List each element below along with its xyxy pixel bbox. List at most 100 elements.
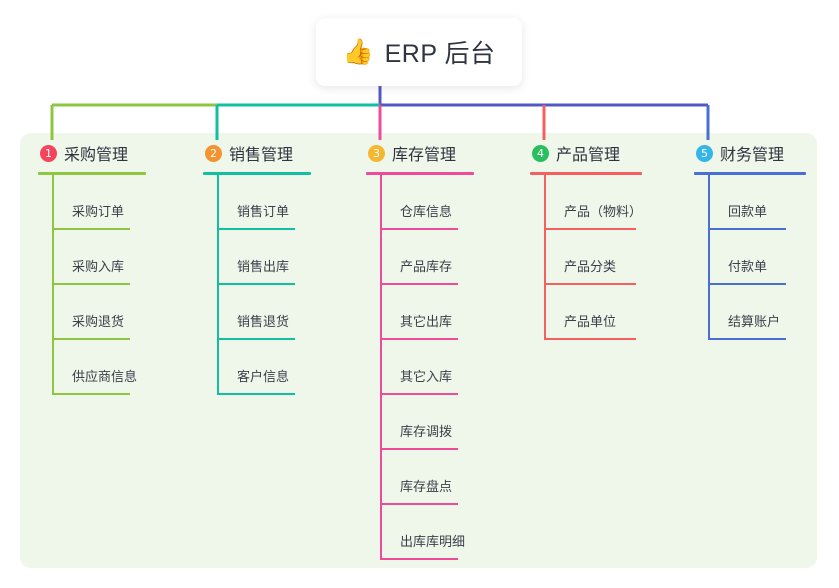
column-3: 3 库存管理仓库信息产品库存其它出库其它入库库存调拨库存盘点出库库明细 xyxy=(366,140,474,560)
leaf-item[interactable]: 供应商信息 xyxy=(38,340,146,395)
leaf-underline xyxy=(380,448,458,450)
leaf-label: 仓库信息 xyxy=(400,204,453,219)
column-underline-2 xyxy=(203,172,311,175)
leaf-underline xyxy=(217,338,295,340)
leaf-underline xyxy=(380,558,458,560)
column-underline-1 xyxy=(38,172,146,175)
leaf-item[interactable]: 库存调拨 xyxy=(366,395,474,450)
leaf-underline xyxy=(52,338,130,340)
leaf-item[interactable]: 采购入库 xyxy=(38,230,146,285)
column-2: 2 销售管理销售订单销售出库销售退货客户信息 xyxy=(203,140,311,395)
column-header-3[interactable]: 3 库存管理 xyxy=(366,140,474,166)
leaf-label: 采购订单 xyxy=(72,204,125,219)
leaf-label: 产品（物料） xyxy=(564,204,643,219)
leaf-underline xyxy=(380,503,458,505)
leaf-item[interactable]: 销售出库 xyxy=(203,230,311,285)
leaf-item[interactable]: 付款单 xyxy=(694,230,806,285)
leaf-item[interactable]: 采购退货 xyxy=(38,285,146,340)
leaf-label: 库存盘点 xyxy=(400,479,453,494)
column-header-4[interactable]: 4 产品管理 xyxy=(530,140,642,166)
column-underline-5 xyxy=(694,172,806,175)
column-title-1: 采购管理 xyxy=(64,147,129,164)
leaf-label: 销售出库 xyxy=(237,259,290,274)
leaf-underline xyxy=(380,393,458,395)
leaf-label: 客户信息 xyxy=(237,369,290,384)
leaf-underline xyxy=(544,338,636,340)
column-title-3: 库存管理 xyxy=(392,147,457,164)
leaf-label: 采购退货 xyxy=(72,314,125,329)
leaf-label: 销售退货 xyxy=(237,314,290,329)
column-items-5: 回款单付款单结算账户 xyxy=(694,175,806,340)
leaf-underline xyxy=(380,283,458,285)
leaf-item[interactable]: 回款单 xyxy=(694,175,806,230)
leaf-item[interactable]: 其它出库 xyxy=(366,285,474,340)
root-node-title: ERP 后台 xyxy=(384,40,496,68)
leaf-item[interactable]: 结算账户 xyxy=(694,285,806,340)
column-title-2: 销售管理 xyxy=(229,147,294,164)
leaf-underline xyxy=(380,228,458,230)
leaf-item[interactable]: 产品（物料） xyxy=(530,175,642,230)
column-badge-1: 1 xyxy=(40,144,57,162)
leaf-label: 付款单 xyxy=(728,259,768,274)
leaf-label: 结算账户 xyxy=(728,314,781,329)
column-title-4: 产品管理 xyxy=(556,147,621,164)
column-1: 1 采购管理采购订单采购入库采购退货供应商信息 xyxy=(38,140,146,395)
leaf-label: 产品分类 xyxy=(564,259,617,274)
column-header-2[interactable]: 2 销售管理 xyxy=(203,140,311,166)
column-badge-2: 2 xyxy=(205,144,222,162)
column-badge-5: 5 xyxy=(696,144,713,162)
leaf-underline xyxy=(544,228,636,230)
column-items-4: 产品（物料） 产品分类产品单位 xyxy=(530,175,642,340)
column-trunk-2 xyxy=(217,175,219,395)
leaf-item[interactable]: 产品单位 xyxy=(530,285,642,340)
diagram-panel xyxy=(20,133,817,568)
leaf-underline xyxy=(52,393,130,395)
leaf-label: 产品单位 xyxy=(564,314,617,329)
column-badge-4: 4 xyxy=(532,144,549,162)
column-items-1: 采购订单采购入库采购退货供应商信息 xyxy=(38,175,146,395)
column-trunk-5 xyxy=(708,175,710,340)
leaf-underline xyxy=(708,283,786,285)
column-trunk-3 xyxy=(380,175,382,560)
leaf-underline xyxy=(544,283,636,285)
leaf-item[interactable]: 客户信息 xyxy=(203,340,311,395)
leaf-item[interactable]: 出库库明细 xyxy=(366,505,474,560)
leaf-label: 产品库存 xyxy=(400,259,453,274)
column-underline-4 xyxy=(530,172,642,175)
root-node-content: 👍 ERP 后台 xyxy=(342,34,495,70)
column-items-3: 仓库信息产品库存其它出库其它入库库存调拨库存盘点出库库明细 xyxy=(366,175,474,560)
leaf-item[interactable]: 库存盘点 xyxy=(366,450,474,505)
root-node[interactable]: 👍 ERP 后台 xyxy=(316,18,522,86)
column-badge-3: 3 xyxy=(368,144,385,162)
leaf-item[interactable]: 销售订单 xyxy=(203,175,311,230)
column-trunk-4 xyxy=(544,175,546,340)
column-trunk-1 xyxy=(52,175,54,395)
leaf-underline xyxy=(52,283,130,285)
leaf-underline xyxy=(380,338,458,340)
leaf-label: 回款单 xyxy=(728,204,768,219)
leaf-underline xyxy=(708,228,786,230)
leaf-label: 库存调拨 xyxy=(400,424,453,439)
leaf-item[interactable]: 其它入库 xyxy=(366,340,474,395)
leaf-label: 其它入库 xyxy=(400,369,453,384)
column-items-2: 销售订单销售出库销售退货客户信息 xyxy=(203,175,311,395)
leaf-underline xyxy=(217,393,295,395)
leaf-label: 采购入库 xyxy=(72,259,125,274)
leaf-item[interactable]: 仓库信息 xyxy=(366,175,474,230)
leaf-item[interactable]: 销售退货 xyxy=(203,285,311,340)
thumbs-up-icon: 👍 xyxy=(342,37,374,66)
column-underline-3 xyxy=(366,172,474,175)
column-header-1[interactable]: 1 采购管理 xyxy=(38,140,146,166)
leaf-underline xyxy=(217,283,295,285)
leaf-label: 出库库明细 xyxy=(400,534,466,549)
leaf-underline xyxy=(708,338,786,340)
leaf-underline xyxy=(52,228,130,230)
leaf-label: 供应商信息 xyxy=(72,369,138,384)
leaf-item[interactable]: 产品库存 xyxy=(366,230,474,285)
column-header-5[interactable]: 5 财务管理 xyxy=(694,140,806,166)
column-5: 5 财务管理回款单付款单结算账户 xyxy=(694,140,806,340)
leaf-item[interactable]: 采购订单 xyxy=(38,175,146,230)
column-title-5: 财务管理 xyxy=(720,147,785,164)
leaf-item[interactable]: 产品分类 xyxy=(530,230,642,285)
